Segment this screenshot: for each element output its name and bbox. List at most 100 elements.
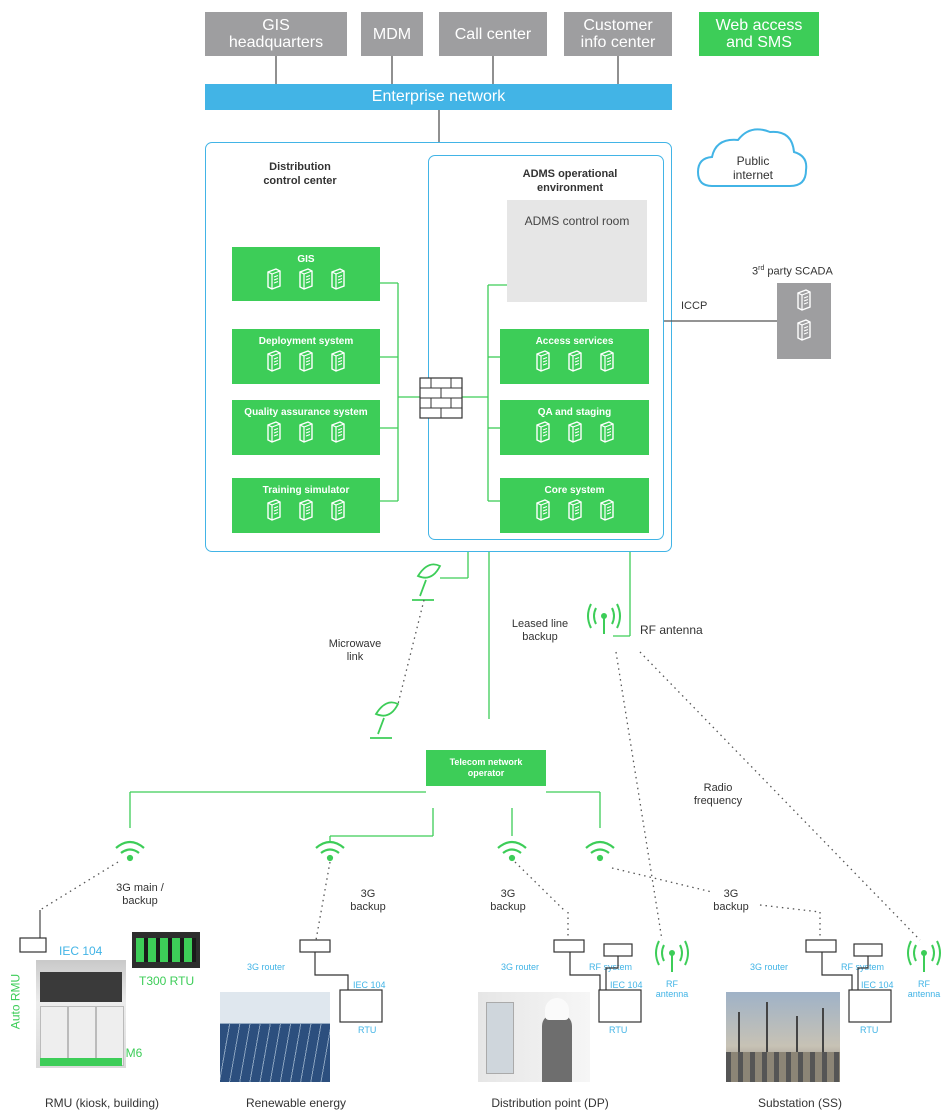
quality-assurance-system-box: Quality assurance system: [232, 400, 380, 455]
server-icon: [299, 421, 313, 443]
server-icon: [599, 499, 614, 521]
access-services-box: Access services: [500, 329, 649, 384]
web-access-sms-box: Web access and SMS: [699, 12, 819, 56]
rf-antenna-icon: [655, 940, 689, 972]
rf-antenna-label-ss: RF antenna: [907, 979, 941, 999]
server-icons: [232, 350, 380, 372]
server-icons: [500, 350, 649, 372]
iec104-label-ss: IEC 104: [861, 980, 894, 990]
rf-system-box-dp: [603, 943, 633, 957]
t300-rtu-image: [132, 932, 200, 968]
iec104-label-dp: IEC 104: [610, 980, 643, 990]
deployment-system-box: Deployment system: [232, 329, 380, 384]
link-3g-backup-renewable: 3G backup: [350, 888, 386, 913]
server-icon: [599, 350, 614, 372]
microwave-link-label: Microwave link: [328, 638, 382, 663]
substation-image: [726, 992, 840, 1082]
qa-staging-label: QA and staging: [537, 407, 612, 418]
telecom-network-operator-box: Telecom network operator: [426, 750, 546, 786]
rf-antenna-icon: [587, 603, 621, 634]
qa-staging-box: QA and staging: [500, 400, 649, 455]
rtu-box-ss: [848, 989, 892, 1023]
rtu-box-renewable: [339, 989, 383, 1023]
server-icon: [331, 499, 345, 521]
router-box-ss: [805, 939, 837, 953]
iec104-rmu-label: IEC 104: [59, 944, 103, 958]
server-icon: [267, 421, 281, 443]
deployment-system-label: Deployment system: [258, 336, 354, 347]
distribution-point-worker-image: [478, 992, 590, 1082]
leased-line-backup-label: Leased line backup: [511, 618, 569, 643]
distribution-control-center-frame: [205, 142, 672, 552]
customer-info-center-box: Customer info center: [564, 12, 672, 56]
server-icon: [567, 350, 582, 372]
server-icons: [232, 421, 380, 443]
site-dp-title: Distribution point (DP): [491, 1096, 609, 1110]
server-icon: [299, 350, 313, 372]
server-icon: [535, 421, 550, 443]
server-icon: [331, 421, 345, 443]
firewall-icon: [419, 377, 463, 419]
rtu-label-ss: RTU: [860, 1025, 879, 1035]
third-party-scada-label: 3rd party SCADA: [752, 265, 833, 278]
enterprise-network-bar: Enterprise network: [205, 84, 672, 110]
server-icon: [299, 499, 313, 521]
telecom-network-operator-label: Telecom network operator: [449, 757, 523, 778]
core-system-label: Core system: [544, 485, 605, 496]
router-box-dp: [553, 939, 585, 953]
server-icons: [500, 499, 649, 521]
microwave-dish-icon: [370, 701, 400, 739]
server-icon: [567, 499, 582, 521]
gis-system-label: GIS: [297, 254, 315, 265]
wifi-icon: [315, 840, 345, 862]
iccp-label: ICCP: [681, 300, 708, 312]
training-simulator-label: Training simulator: [262, 485, 350, 496]
router-3g-label-dp: 3G router: [501, 962, 540, 972]
solar-panels-image: [220, 992, 330, 1082]
rtu-label-renewable: RTU: [358, 1025, 377, 1035]
link-3g-main-backup: 3G main / backup: [116, 882, 164, 907]
router-3g-label-ss: 3G router: [750, 962, 789, 972]
access-services-label: Access services: [535, 336, 614, 347]
third-party-scada-box: [777, 283, 831, 359]
wifi-icon: [585, 840, 615, 862]
server-icon: [797, 319, 811, 341]
server-icon: [535, 350, 550, 372]
server-icons: [232, 268, 380, 290]
adms-environment-title: ADMS operational environment: [522, 168, 618, 194]
gis-system-box: GIS: [232, 247, 380, 301]
server-icon: [267, 499, 281, 521]
router-3g-label-renewable: 3G router: [247, 962, 286, 972]
microwave-dish-icon: [412, 563, 442, 601]
t300-rtu-label: T300 RTU: [139, 974, 195, 988]
radio-frequency-label: Radio frequency: [693, 782, 743, 807]
rtu-box-dp: [598, 989, 642, 1023]
rf-antenna-main-label: RF antenna: [640, 623, 703, 637]
server-icon: [331, 268, 345, 290]
server-icons: [232, 499, 380, 521]
adms-environment-frame: [428, 155, 664, 540]
server-icon: [331, 350, 345, 372]
core-system-box: Core system: [500, 478, 649, 533]
server-icon: [567, 421, 582, 443]
cloud-icon: [696, 128, 808, 187]
call-center-box: Call center: [439, 12, 547, 56]
site-renewable-title: Renewable energy: [245, 1096, 347, 1110]
server-icon: [267, 350, 281, 372]
rmu-cabinet-image: [36, 960, 126, 1068]
server-icon: [299, 268, 313, 290]
server-icons: [500, 421, 649, 443]
rmu-router-box: [19, 937, 47, 953]
router-box-renewable: [299, 939, 331, 953]
rf-system-box-ss: [853, 943, 883, 957]
iec104-label-renewable: IEC 104: [353, 980, 386, 990]
server-icon: [599, 421, 614, 443]
mdm-box: MDM: [361, 12, 423, 56]
site-ss-title: Substation (SS): [757, 1096, 843, 1110]
site-rmu-title: RMU (kiosk, building): [44, 1096, 160, 1110]
public-internet-label: Public internet: [732, 154, 774, 182]
rf-system-label-ss: RF system: [841, 962, 885, 972]
rtu-label-dp: RTU: [609, 1025, 628, 1035]
training-simulator-box: Training simulator: [232, 478, 380, 533]
